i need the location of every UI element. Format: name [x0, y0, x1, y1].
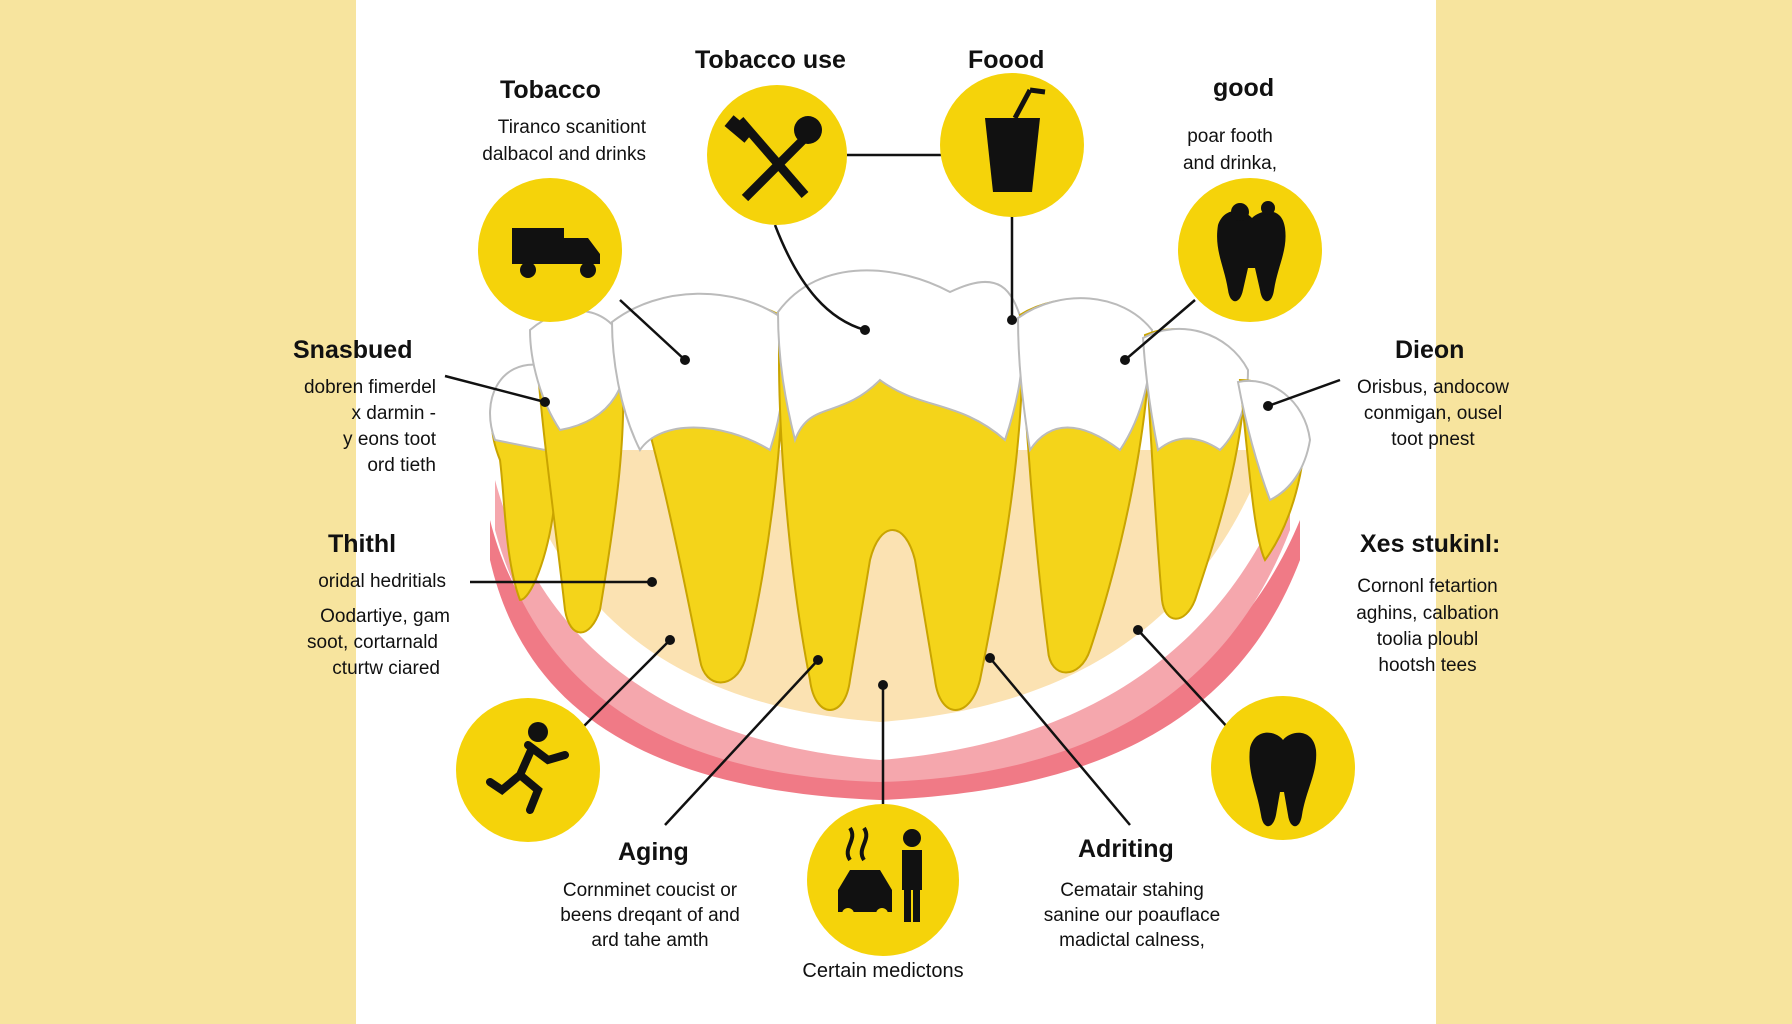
connector-lines — [444, 153, 1341, 826]
dieon-title: Dieon — [1395, 336, 1465, 364]
stained-tooth-icon — [1178, 178, 1322, 322]
utensils-icon — [707, 85, 847, 225]
thithl-desc-3: soot, cortarnald — [307, 632, 438, 653]
tobacco-desc-1: Tiranco scanitiont — [497, 117, 646, 138]
aging-title: Aging — [618, 838, 689, 866]
tooth-icon — [1211, 696, 1355, 840]
tobacco-title: Tobacco — [500, 76, 601, 104]
tobacco-use-title: Tobacco use — [695, 46, 846, 74]
right-background — [1436, 0, 1792, 1024]
thithl-desc-1: oridal hedritials — [318, 571, 446, 592]
dieon-desc-3: toot pnest — [1391, 429, 1475, 450]
left-background — [0, 0, 356, 1024]
connector-dots — [540, 315, 1273, 690]
thithl-desc-4: cturtw ciared — [332, 658, 440, 679]
snasbued-desc-4: ord tieth — [367, 455, 436, 476]
adriting-desc-1: Cematair stahing — [1060, 880, 1204, 901]
medications-title: Certain medictons — [802, 960, 964, 982]
aging-desc-1: Cornminet coucist or — [562, 880, 738, 901]
xes-desc-4: hootsh tees — [1378, 655, 1477, 676]
xes-desc-1: Cornonl fetartion — [1357, 576, 1498, 597]
car-smoke-person-icon — [807, 804, 959, 956]
snasbued-desc-1: dobren fimerdel — [303, 377, 436, 398]
xes-desc-3: toolia ploubl — [1376, 629, 1479, 650]
running-person-icon — [456, 698, 600, 842]
adriting-title: Adriting — [1078, 835, 1174, 863]
adriting-desc-2: sanine our poauflace — [1043, 905, 1221, 926]
snasbued-desc-3: y eons toot — [343, 429, 436, 450]
thithl-title: Thithl — [328, 530, 397, 558]
good-desc-1: poar footh — [1187, 126, 1273, 147]
truck-icon — [478, 178, 622, 322]
good-desc-2: and drinka, — [1182, 153, 1277, 174]
food-title: Foood — [968, 46, 1045, 74]
good-title: good — [1213, 74, 1275, 102]
cup-icon — [940, 73, 1084, 217]
tobacco-desc-2: dalbacol and drinks — [482, 144, 646, 165]
aging-desc-2: beens dreqant of and — [560, 905, 740, 926]
snasbued-desc-2: x darmin - — [351, 403, 436, 424]
dieon-desc-2: conmigan, ousel — [1363, 403, 1503, 424]
aging-desc-3: ard tahe amth — [591, 930, 709, 951]
snasbued-title: Snasbued — [293, 336, 413, 364]
dieon-desc-1: Orisbus, andocow — [1356, 377, 1510, 398]
thithl-desc-2: Oodartiye, gam — [320, 606, 450, 627]
xes-desc-2: aghins, calbation — [1356, 603, 1499, 624]
adriting-desc-3: madictal calness, — [1059, 930, 1205, 951]
xes-title: Xes stukinl: — [1360, 530, 1501, 558]
